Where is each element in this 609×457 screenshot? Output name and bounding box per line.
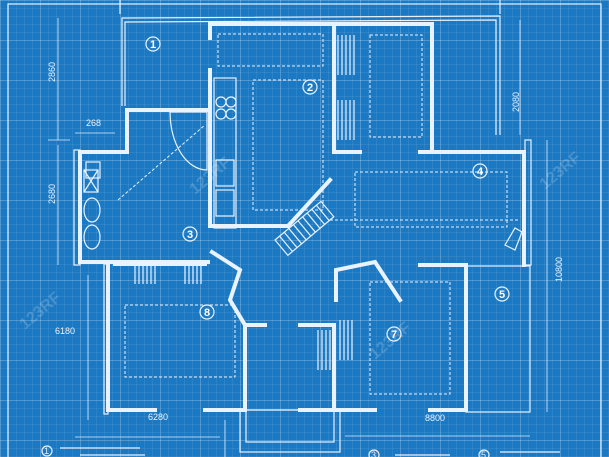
- svg-text:1: 1: [150, 39, 156, 51]
- svg-text:5: 5: [499, 289, 505, 301]
- svg-text:123RF: 123RF: [537, 149, 585, 193]
- dimension-2680: 2680: [47, 184, 57, 204]
- svg-text:7: 7: [391, 329, 397, 341]
- fixtures: [83, 35, 523, 370]
- dimension-6280: 6280: [148, 412, 168, 422]
- dimension-10800: 10800: [554, 257, 564, 282]
- watermark: 123RF 123RF 123RF 123RF: [17, 149, 585, 363]
- room-7-label: 7: [386, 326, 402, 342]
- svg-text:3: 3: [187, 229, 193, 241]
- walls: [73, 15, 532, 453]
- furniture-dashed-outlines: [117, 33, 520, 395]
- room-8-label: 8: [199, 304, 215, 320]
- svg-text:2: 2: [307, 82, 313, 94]
- room-4-label: 4: [472, 163, 488, 179]
- room-3-label: 3: [182, 226, 198, 242]
- room-labels: 1 2 3 4 5 7 8: [145, 36, 510, 342]
- dimension-268: 268: [86, 118, 101, 128]
- svg-text:1: 1: [44, 446, 49, 456]
- svg-text:123RF: 123RF: [367, 319, 415, 363]
- dimension-lines: 2860 268 2680 6180 6280 8800 2080 10800: [47, 18, 564, 457]
- svg-text:4: 4: [477, 166, 484, 178]
- dimension-2080: 2080: [511, 92, 521, 112]
- svg-text:5: 5: [481, 450, 486, 457]
- dimension-8800: 8800: [425, 413, 445, 423]
- svg-text:3: 3: [371, 450, 376, 457]
- dimension-2860: 2860: [47, 62, 57, 82]
- sheet-border: [7, 3, 602, 457]
- svg-text:8: 8: [204, 307, 210, 319]
- room-5-label: 5: [494, 286, 510, 302]
- dimension-6180: 6180: [55, 326, 75, 336]
- room-1-label: 1: [145, 36, 161, 52]
- room-2-label: 2: [302, 79, 318, 95]
- legend: 1 3 5: [41, 445, 560, 457]
